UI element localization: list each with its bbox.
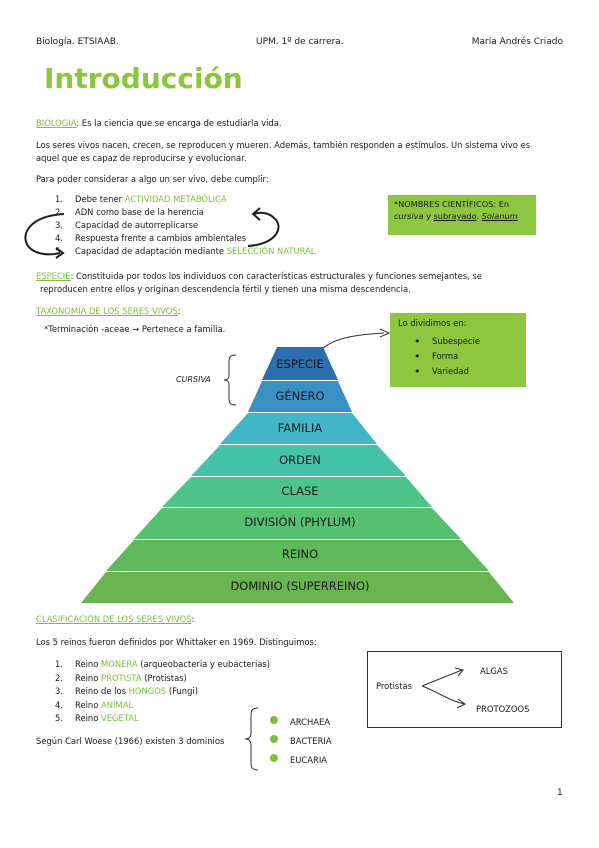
domain-archaea: ARCHAEA (290, 717, 331, 727)
list-item: 1.Debe tener ACTIVIDAD METABÓLICA (55, 194, 227, 204)
divisions-box: Lo dividimos en: Subespecie Forma Varied… (390, 313, 526, 387)
protistas-box (367, 651, 562, 728)
pyramid-level-reino (106, 540, 489, 571)
branch-arrows-icon (421, 667, 466, 709)
scientific-names-note: *NOMBRES CIENTÍFICOS: En cursiva y subra… (388, 195, 536, 235)
clasificacion-heading: CLASIFICACIÓN DE LOS SERES VIVOS: (36, 614, 195, 624)
taxonomia-note: *Terminación -aceae → Pertenece a famili… (44, 324, 226, 334)
brace-icon (223, 354, 237, 406)
especie-term: ESPECIE (36, 271, 71, 281)
protistas-protozoos: PROTOZOOS (476, 704, 530, 714)
biologia-definition: BIOLOGÍA: Es la ciencia que se encarga d… (36, 117, 282, 130)
header-right: María Andrés Criado (471, 37, 563, 47)
cursiva-label: CURSIVA (176, 375, 211, 384)
list-item: 3.Reino de los HONGOS (Fungi) (55, 686, 199, 696)
list-item: 4.Respuesta frente a cambios ambientales (55, 233, 247, 243)
pyramid-level-genero (248, 381, 352, 412)
pyramid-level-clase (162, 477, 432, 507)
list-item: Forma (414, 349, 518, 364)
pyramid-label-dominio: DOMINIO (SUPERREINO) (230, 579, 370, 593)
pyramid-label-especie: ESPECIE (276, 357, 324, 371)
reinos-list: 1.Reino MONERA (arqueobacteria y eubacte… (55, 658, 270, 726)
pyramid-level-division (134, 508, 461, 539)
especie-definition: ESPECIE: Constituida por todos los indiv… (36, 271, 482, 294)
pyramid-label-reino: REINO (281, 547, 319, 561)
pyramid-level-orden (191, 445, 406, 476)
intro-line-2: aquel que es capaz de reproducirse y evo… (36, 153, 247, 163)
list-item: Subespecie (414, 334, 518, 349)
taxonomia-heading: TAXONOMÍA DE LOS SERES VIVOS: (36, 306, 181, 316)
header-left: Biología. ETSIAAB. (36, 37, 119, 47)
requirements-intro: Para poder considerar a algo un ser vivo… (36, 174, 269, 184)
woese-text: Según Carl Woese (1966) existen 3 domini… (36, 736, 225, 746)
divisions-list: Subespecie Forma Variedad (398, 334, 518, 379)
brace-icon (244, 707, 259, 771)
list-item: Variedad (414, 364, 518, 379)
clasificacion-intro: Los 5 reinos fueron definidos por Whitta… (36, 637, 317, 647)
pyramid-label-orden: ORDEN (279, 453, 321, 467)
page-number: 1 (557, 788, 563, 798)
pyramid-label-clase: CLASE (281, 484, 319, 498)
bullet-dot-icon (270, 735, 278, 743)
pyramid-level-familia (220, 413, 377, 444)
taxonomy-pyramid (81, 347, 514, 603)
domain-eucaria: EUCARIA (290, 755, 328, 765)
protistas-algas: ALGAS (480, 666, 508, 676)
pyramid-label-genero: GÉNERO (275, 389, 325, 403)
pyramid-level-dominio (81, 572, 514, 603)
pyramid-label-division: DIVISIÓN (PHYLUM) (244, 515, 356, 529)
intro-line-1: Los seres vivos nacen, crecen, se reprod… (36, 140, 531, 150)
divisions-title: Lo dividimos en: (398, 318, 467, 328)
cycle-arrows-icon (24, 207, 280, 259)
list-item: 1.Reino MONERA (arqueobacteria y eubacte… (55, 659, 271, 669)
page-title: Introducción (44, 62, 243, 95)
pyramid-level-especie (262, 347, 338, 380)
protistas-label: Protistas (376, 681, 413, 691)
list-item: 3.Capacidad de autorreplicarse (55, 220, 199, 230)
header-center: UPM. 1º de carrera. (256, 37, 344, 47)
intro-paragraph: Los seres vivos nacen, crecen, se reprod… (36, 139, 530, 165)
pyramid-label-familia: FAMILIA (277, 421, 323, 435)
list-item: 2.Reino PROTISTA (Protistas) (55, 672, 187, 683)
biologia-text: : Es la ciencia que se encarga de estudi… (76, 118, 282, 128)
list-item: 2.ADN como base de la herencia (55, 207, 204, 217)
bullet-dot-icon (270, 716, 278, 724)
domain-bacteria: BACTERIA (290, 736, 332, 746)
biologia-term: BIOLOGÍA (36, 118, 77, 128)
list-item: 4.Reino ANIMAL (55, 699, 134, 710)
bullet-dot-icon (270, 754, 278, 762)
list-item: 5.Reino VEGETAL (55, 713, 139, 723)
